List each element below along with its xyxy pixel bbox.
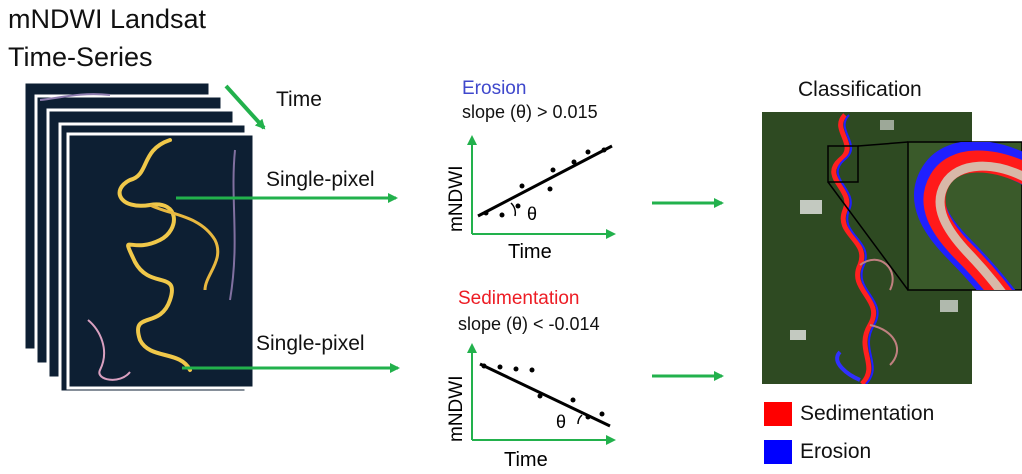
angle-arc	[510, 202, 517, 217]
data-point	[515, 203, 521, 209]
erosion-title: Erosion	[462, 78, 527, 99]
data-point	[571, 159, 577, 165]
zoom-connector	[857, 141, 909, 147]
erosion-plot: θ mNDWI Time	[446, 135, 616, 263]
single-pixel-label-bottom: Single-pixel	[256, 332, 365, 355]
cloud-patch	[800, 200, 822, 214]
river-channel	[117, 138, 192, 372]
trend-line	[479, 362, 611, 428]
trend-line	[477, 144, 613, 218]
y-axis-label: mNDWI	[446, 166, 467, 232]
zoom-inset	[907, 141, 1022, 291]
data-point	[481, 363, 487, 369]
data-point	[529, 367, 535, 373]
data-point	[601, 147, 607, 153]
data-point	[599, 411, 605, 417]
angle-arc	[577, 414, 583, 425]
data-point	[570, 397, 576, 403]
river-branch	[229, 149, 236, 301]
legend-label-sedimentation: Sedimentation	[800, 402, 935, 425]
sedimentation-river	[831, 113, 877, 384]
data-point	[585, 149, 591, 155]
river-branch	[39, 93, 111, 101]
data-point	[497, 364, 503, 370]
cloud-patch	[940, 300, 958, 312]
classification-title: Classification	[798, 78, 922, 101]
sedimentation-rule: slope (θ) < -0.014	[458, 314, 600, 334]
data-point	[547, 186, 553, 192]
time-series-stack	[22, 80, 256, 394]
cloud-patch	[880, 120, 894, 130]
legend-swatch-sedimentation	[764, 402, 792, 426]
y-axis-label: mNDWI	[446, 376, 467, 442]
side-channel	[859, 258, 899, 366]
angle-label: θ	[527, 204, 537, 224]
single-pixel-label-top: Single-pixel	[266, 168, 375, 191]
data-point	[550, 167, 556, 173]
zoom-river-core	[935, 161, 1022, 290]
zoom-connector	[827, 181, 909, 291]
river-branch	[149, 203, 220, 291]
legend-swatch-erosion	[764, 440, 792, 464]
x-axis-label: Time	[508, 241, 552, 263]
data-point	[585, 414, 591, 420]
data-point	[513, 366, 519, 372]
data-point	[519, 183, 525, 189]
river-branch	[87, 319, 131, 381]
image-frame-front	[66, 132, 256, 390]
title-line-1: mNDWI Landsat	[8, 4, 207, 34]
time-arrow-label: Time	[276, 88, 322, 111]
title-line-2: Time-Series	[8, 42, 153, 72]
angle-label: θ	[556, 412, 566, 432]
data-point	[537, 393, 543, 399]
cloud-patch	[790, 330, 806, 340]
data-point	[483, 210, 489, 216]
erosion-rule: slope (θ) > 0.015	[462, 102, 598, 122]
erosion-river	[836, 114, 879, 384]
x-axis-label: Time	[504, 449, 548, 471]
legend-label-erosion: Erosion	[800, 440, 872, 463]
time-arrow	[224, 84, 266, 130]
zoom-box	[827, 145, 859, 183]
data-point	[499, 212, 505, 218]
erosion-river	[835, 350, 861, 382]
sedimentation-plot: θ mNDWI Time	[446, 343, 616, 471]
sedimentation-title: Sedimentation	[458, 288, 580, 309]
